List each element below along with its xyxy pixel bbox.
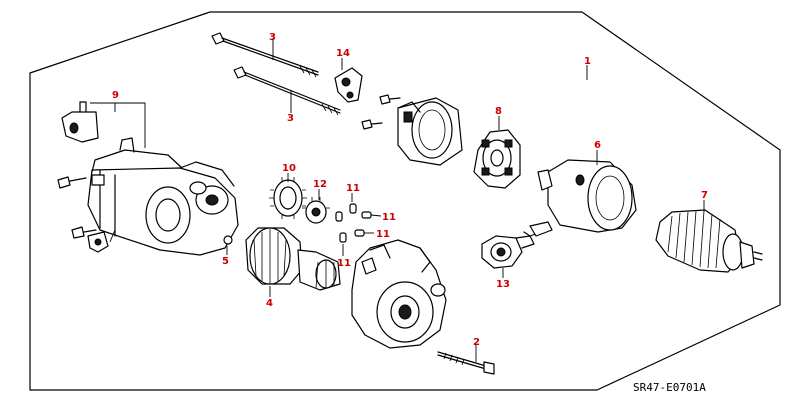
part-14-brush-spring-bracket bbox=[334, 67, 363, 103]
part-label: 7 bbox=[701, 190, 708, 201]
part-label: 1 bbox=[584, 56, 591, 67]
part-label: 8 bbox=[495, 106, 502, 117]
part-label: 13 bbox=[496, 279, 510, 290]
part-3-through-bolt-lower bbox=[233, 66, 341, 116]
housing-bolts bbox=[57, 176, 109, 253]
part-label: 3 bbox=[269, 32, 276, 43]
part-10-planetary-gear bbox=[269, 177, 307, 219]
part-label: 2 bbox=[473, 337, 480, 348]
part-label: 6 bbox=[594, 140, 601, 151]
diagram-code: SR47-E0701A bbox=[633, 381, 706, 394]
part-9-yoke-housing bbox=[87, 137, 239, 256]
part-9-bracket bbox=[61, 101, 99, 143]
part-label: 9 bbox=[112, 90, 119, 101]
gear-case-screws bbox=[361, 94, 401, 130]
part-label: 11 bbox=[337, 258, 351, 269]
part-4-overrunning-clutch bbox=[245, 227, 341, 291]
part-label: 12 bbox=[313, 179, 327, 190]
part-7-armature bbox=[655, 209, 763, 273]
part-3-through-bolt-upper bbox=[211, 32, 319, 78]
part-12-idler-gear bbox=[302, 197, 330, 224]
part-2-bolt bbox=[437, 351, 495, 375]
part-label: 3 bbox=[287, 113, 294, 124]
part-label: 14 bbox=[336, 48, 350, 59]
gear-housing-front-cover bbox=[351, 239, 447, 349]
part-label: 11 bbox=[376, 229, 390, 240]
part-label: 11 bbox=[346, 183, 360, 194]
part-13-brush-plate bbox=[481, 235, 535, 269]
part-label: 10 bbox=[282, 163, 296, 174]
part-label: 4 bbox=[266, 298, 273, 309]
part-6-field-coil bbox=[523, 159, 637, 237]
part-label: 5 bbox=[222, 256, 229, 267]
assembly-boundary bbox=[29, 11, 781, 391]
part-label: 11 bbox=[382, 212, 396, 223]
part-5-steel-ball bbox=[223, 235, 233, 245]
part-11-rollers bbox=[335, 203, 372, 243]
gear-cover bbox=[397, 97, 463, 166]
part-8-brush-holder bbox=[473, 129, 521, 189]
